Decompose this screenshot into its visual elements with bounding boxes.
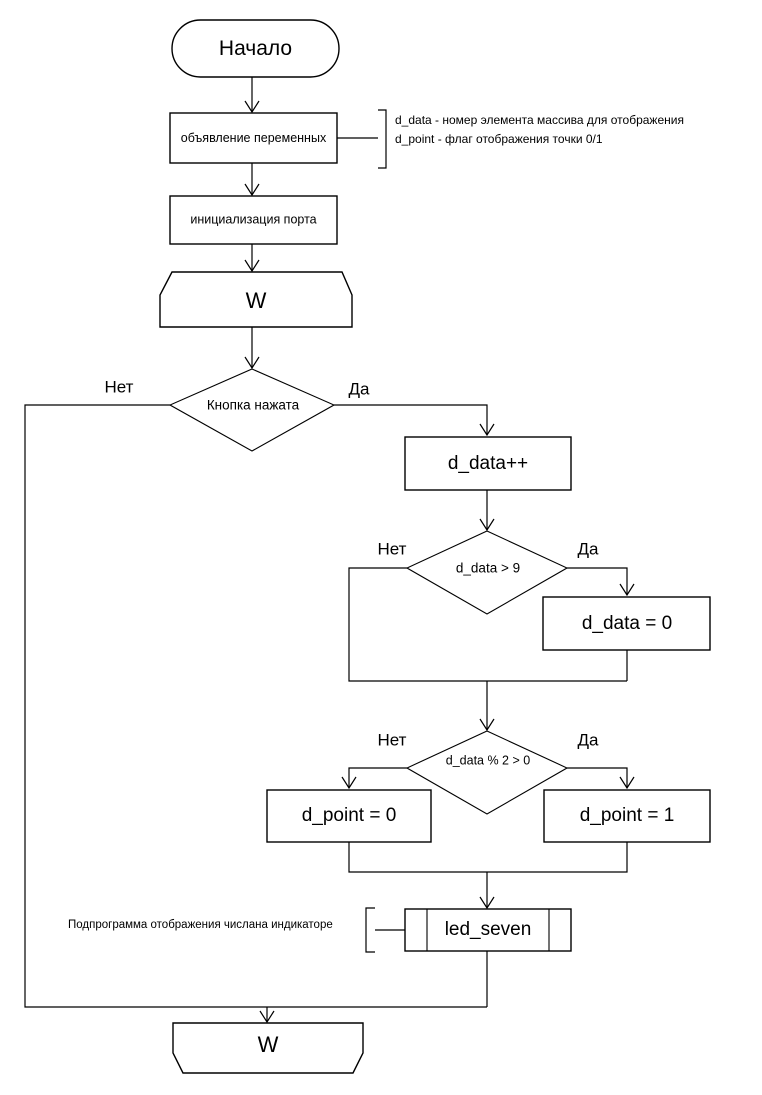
start-terminator-shape xyxy=(171,19,340,78)
led-seven-label: led_seven xyxy=(445,919,532,940)
init-port-shape xyxy=(169,195,338,245)
decision-modulo-shape xyxy=(405,730,569,815)
decision-modulo-label: d_data % 2 > 0 xyxy=(446,753,530,767)
node-loop-top[interactable]: W xyxy=(159,271,353,328)
branch-label-greater-no: Нет xyxy=(378,539,407,558)
loop-bottom-shape xyxy=(172,1022,364,1074)
node-decision-modulo[interactable]: d_data % 2 > 0 Нет Да xyxy=(378,730,600,815)
point-one-label: d_point = 1 xyxy=(580,805,675,826)
connector-bottom-merge-to-loopend xyxy=(252,1006,487,1024)
variables-note-line2: d_point - флаг отображения точки 0/1 xyxy=(395,132,603,146)
loop-bottom-label: W xyxy=(258,1032,279,1057)
branch-label-modulo-yes: Да xyxy=(578,730,600,749)
led-seven-shape xyxy=(404,908,572,952)
connector-button-yes xyxy=(334,404,495,437)
node-decision-button-pressed[interactable]: Кнопка нажата Нет Да xyxy=(105,368,371,452)
point-one-shape xyxy=(543,789,711,843)
connector-modulo-no xyxy=(341,767,407,790)
increment-shape xyxy=(404,436,572,491)
node-point-zero[interactable]: d_point = 0 xyxy=(266,789,432,843)
reset-data-label: d_data = 0 xyxy=(582,613,672,634)
connector-merge-to-modulo xyxy=(479,681,495,732)
node-init-port[interactable]: инициализация порта xyxy=(169,195,338,245)
connector-increment-to-check xyxy=(479,490,495,532)
branch-label-button-no: Нет xyxy=(105,377,134,396)
annotation-variables: d_data - номер элемента массива для отоб… xyxy=(337,109,684,169)
init-port-label: инициализация порта xyxy=(190,212,316,226)
branch-label-button-yes: Да xyxy=(349,379,371,398)
node-point-one[interactable]: d_point = 1 xyxy=(543,789,711,843)
node-led-seven[interactable]: led_seven xyxy=(404,908,572,952)
decision-button-label: Кнопка нажата xyxy=(207,398,300,413)
declare-vars-shape xyxy=(169,112,338,164)
decision-button-shape xyxy=(168,368,336,452)
connector-looptop-to-decision xyxy=(244,327,260,370)
connector-button-no-loop xyxy=(24,404,252,1008)
decision-greater-shape xyxy=(405,530,569,615)
connector-init-to-loop-top xyxy=(244,244,260,273)
decision-greater-label: d_data > 9 xyxy=(456,561,520,576)
node-increment[interactable]: d_data++ xyxy=(404,436,572,491)
connector-start-to-declare xyxy=(244,77,260,114)
node-start[interactable]: Начало xyxy=(171,19,340,78)
node-loop-bottom[interactable]: W xyxy=(172,1022,364,1074)
connector-declare-to-init xyxy=(244,163,260,197)
annotation-subroutine: Подпрограмма отображения числана индикат… xyxy=(68,907,405,953)
connector-modulo-yes xyxy=(567,767,635,790)
variables-note-line1: d_data - номер элемента массива для отоб… xyxy=(395,113,684,127)
node-decision-greater[interactable]: d_data > 9 Нет Да xyxy=(378,530,600,615)
loop-top-shape xyxy=(159,271,353,328)
loop-top-label: W xyxy=(246,288,267,313)
increment-label: d_data++ xyxy=(448,453,528,474)
point-zero-shape xyxy=(266,789,432,843)
subroutine-note: Подпрограмма отображения числана индикат… xyxy=(68,919,333,931)
connector-points-merge xyxy=(348,842,628,910)
point-zero-label: d_point = 0 xyxy=(302,805,397,826)
declare-vars-label: объявление переменных xyxy=(181,131,327,145)
node-declare-vars[interactable]: объявление переменных xyxy=(169,112,338,164)
branch-label-greater-yes: Да xyxy=(578,539,600,558)
node-reset-data[interactable]: d_data = 0 xyxy=(542,596,711,651)
reset-data-shape xyxy=(542,596,711,651)
connector-greater-no xyxy=(348,567,627,682)
connector-greater-yes xyxy=(567,567,635,597)
start-label: Начало xyxy=(219,37,292,60)
branch-label-modulo-no: Нет xyxy=(378,730,407,749)
